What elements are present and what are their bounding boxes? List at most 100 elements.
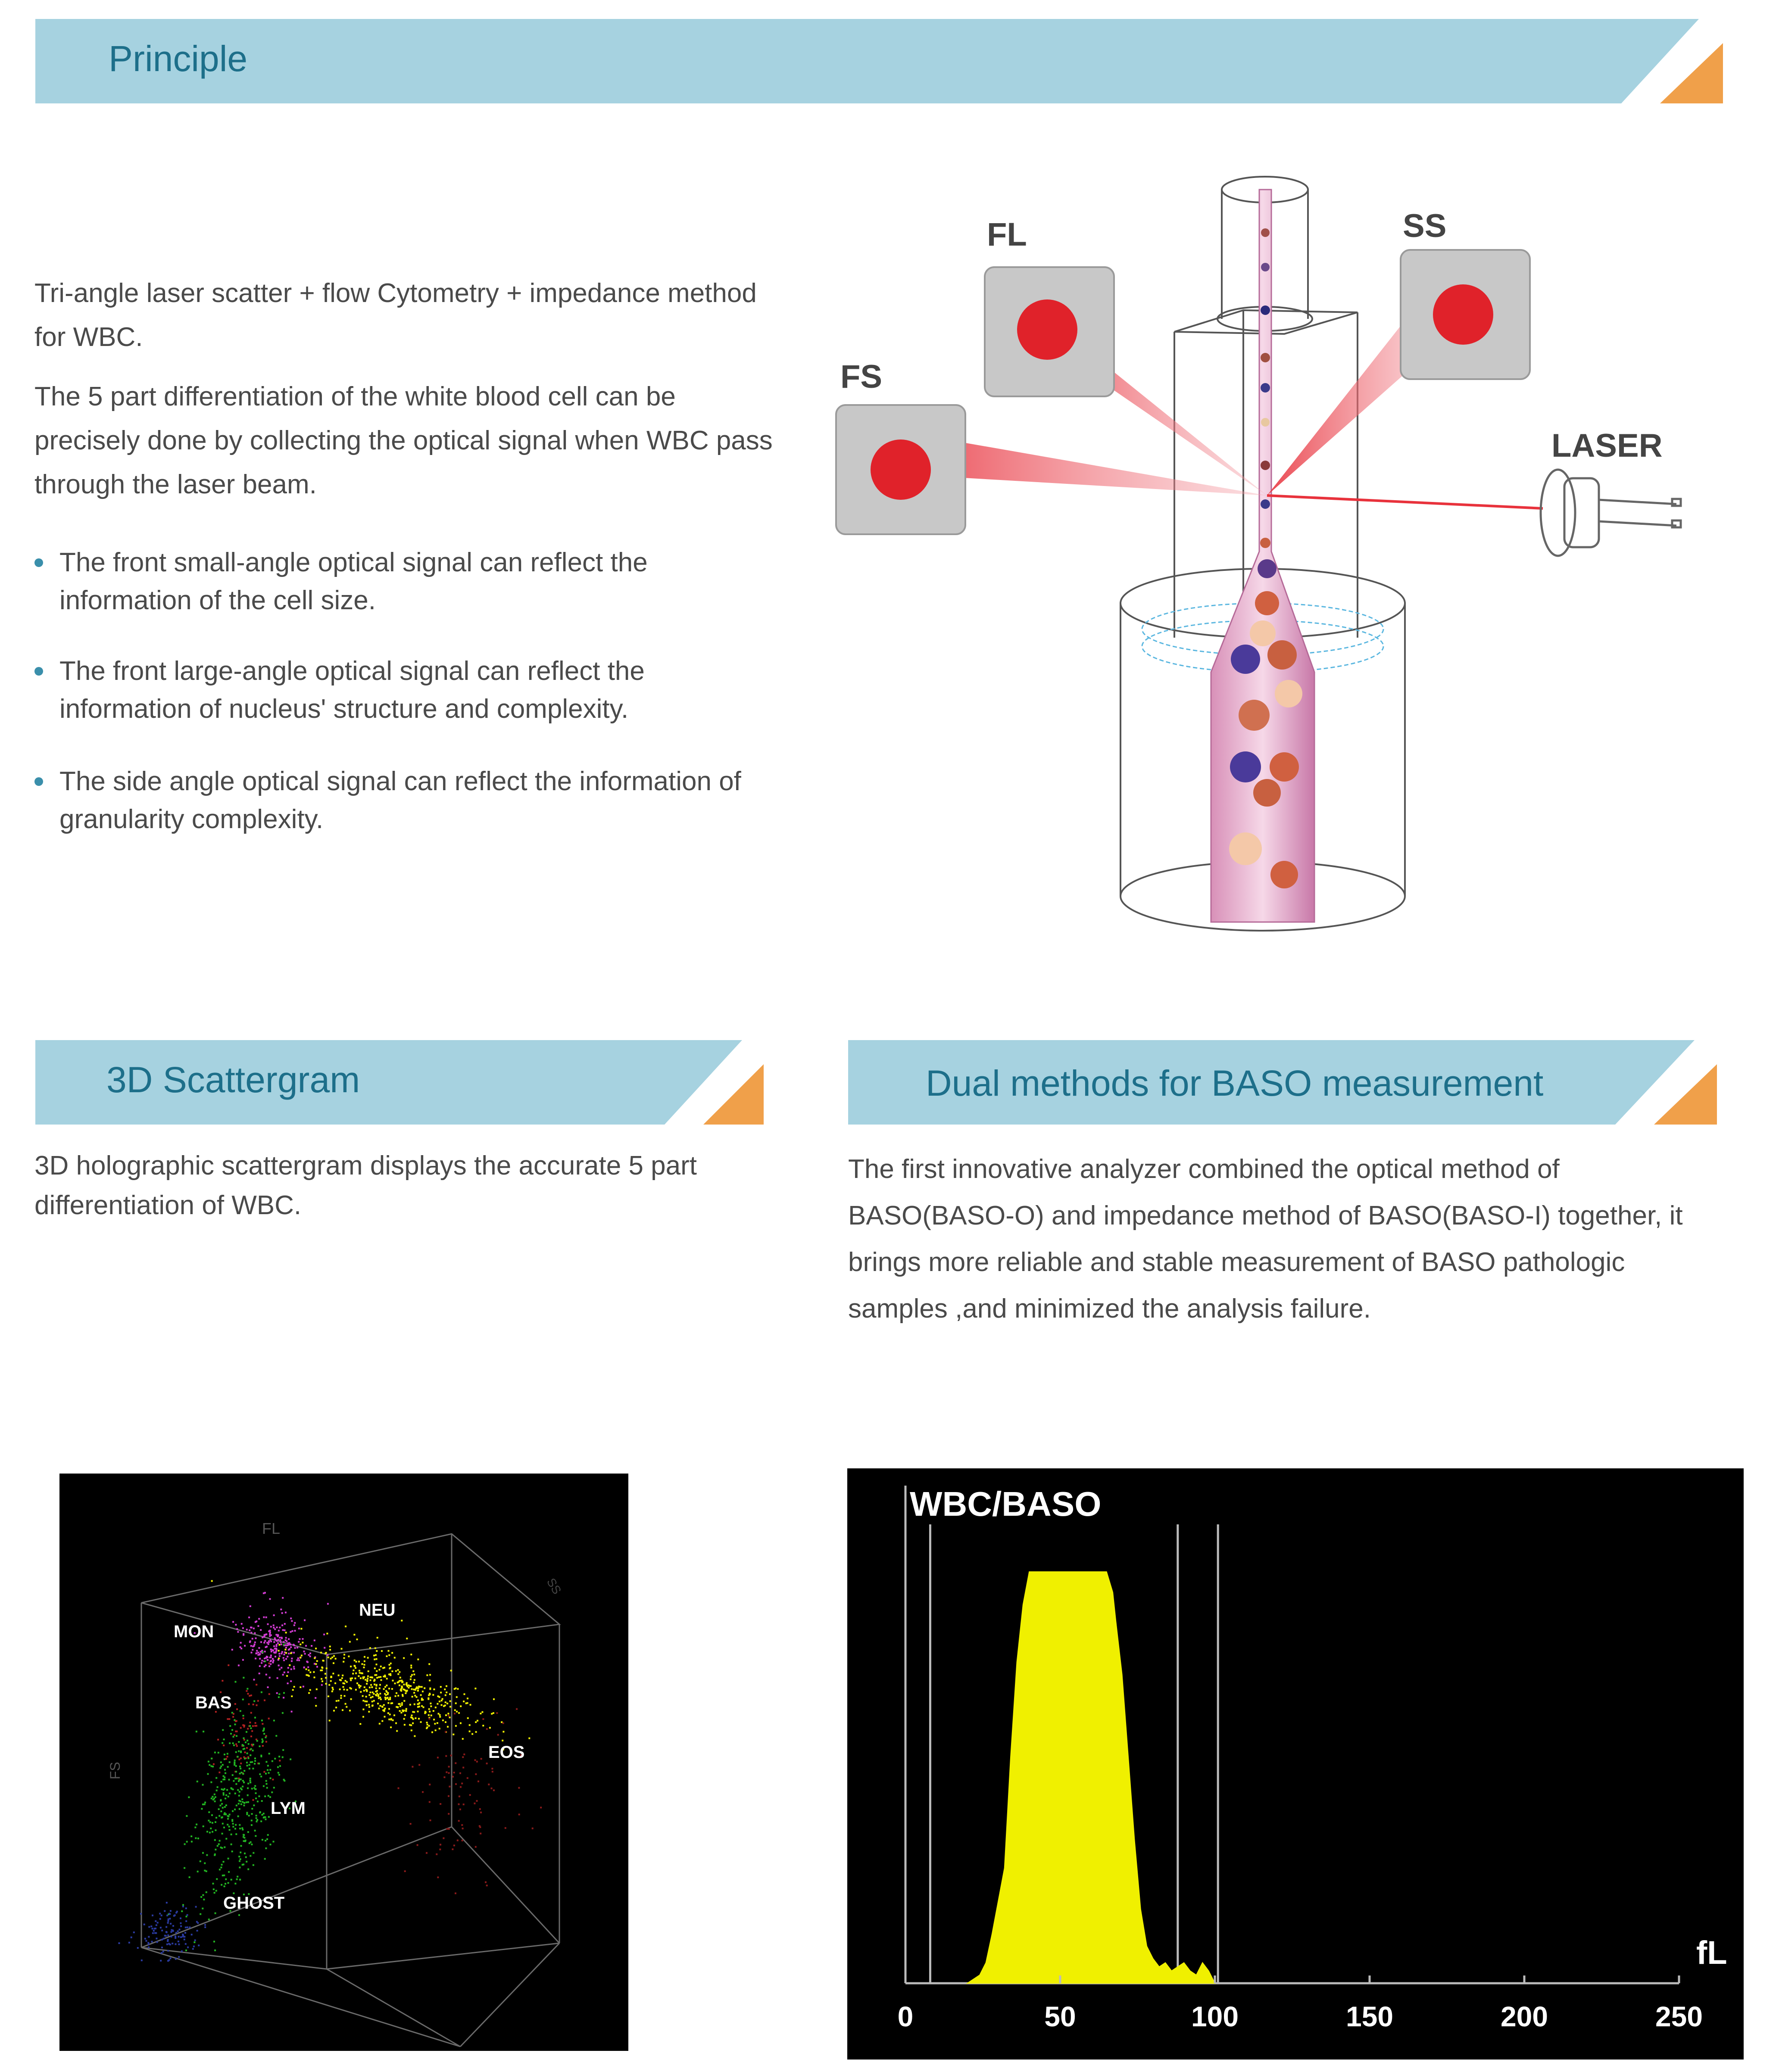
scatter-point-mon bbox=[265, 1633, 268, 1636]
scatter-point-mon bbox=[289, 1648, 290, 1650]
scatter-point-eos bbox=[397, 1787, 399, 1789]
scatter-point-lym bbox=[212, 1888, 215, 1890]
scatter-point-bas bbox=[249, 1695, 251, 1697]
cluster-label-neu: NEU bbox=[359, 1601, 395, 1620]
scatter-point-lym bbox=[234, 1778, 237, 1779]
scatter-point-lym bbox=[261, 1839, 263, 1841]
scatter-point-neu bbox=[366, 1683, 368, 1685]
scatter-point-lym bbox=[230, 1879, 232, 1881]
scatter-point-lym bbox=[268, 1816, 270, 1818]
scatter-point-neu bbox=[413, 1679, 415, 1681]
scatter-point-neu bbox=[439, 1714, 441, 1716]
scatter-point-mon bbox=[276, 1626, 278, 1628]
scatter-point-neu bbox=[413, 1692, 415, 1694]
scatter-point-bas bbox=[223, 1745, 225, 1746]
bullet-dot bbox=[34, 667, 43, 676]
scatter-point-eos bbox=[496, 1712, 498, 1714]
scatter-point-neu bbox=[413, 1682, 415, 1683]
scatter-point-lym bbox=[264, 1816, 266, 1818]
scatter-point-ghost bbox=[148, 1926, 150, 1928]
scatter-point-neu bbox=[325, 1652, 327, 1654]
scatter-point-neu bbox=[330, 1676, 332, 1678]
scatter-point-ghost bbox=[167, 1940, 169, 1942]
scatter-point-mon bbox=[286, 1640, 288, 1642]
scatter-point-ghost bbox=[166, 1943, 168, 1945]
scatter-point-lym bbox=[277, 1766, 279, 1768]
scatter-point-neu bbox=[480, 1713, 482, 1714]
scatter-point-neu bbox=[360, 1677, 362, 1679]
scatter-point-lym bbox=[215, 1829, 217, 1831]
scatter-point-lym bbox=[241, 1798, 243, 1800]
scatter-point-mon bbox=[294, 1622, 296, 1624]
histogram-tick-label: 200 bbox=[1501, 2000, 1548, 2032]
scatter-point-lym bbox=[212, 1766, 214, 1768]
scatter-point-neu bbox=[309, 1671, 312, 1673]
scatter-point-neu bbox=[424, 1687, 426, 1689]
scatter-point-neu bbox=[342, 1709, 343, 1711]
scatter-point-neu bbox=[434, 1723, 436, 1725]
scatter-point-lym bbox=[234, 1764, 236, 1766]
scatter-point-mon bbox=[281, 1651, 283, 1653]
scatter-point-neu bbox=[371, 1691, 374, 1693]
scatter-point-lym bbox=[212, 1882, 214, 1885]
scatter-point-lym bbox=[227, 1795, 229, 1798]
scatter-point-neu bbox=[340, 1648, 343, 1650]
scatter-point-lym bbox=[268, 1753, 270, 1755]
scatter-point-mon bbox=[269, 1635, 271, 1637]
scatter-point-neu bbox=[399, 1703, 400, 1705]
scatter-point-ghost bbox=[175, 1912, 178, 1914]
scatter-point-lym bbox=[224, 1806, 226, 1808]
scatter-point-bas bbox=[217, 1739, 219, 1741]
scatter-point-neu bbox=[405, 1690, 407, 1692]
scatter-point-lym bbox=[228, 1813, 231, 1816]
scatter-point-neu bbox=[410, 1664, 412, 1667]
scatter-point-mon bbox=[290, 1617, 292, 1620]
scatter-point-neu bbox=[387, 1698, 390, 1701]
scatter-point-ghost bbox=[133, 1931, 135, 1933]
scatter-point-lym bbox=[207, 1773, 209, 1775]
scatter-point-ghost bbox=[176, 1910, 178, 1913]
scatter-point-lym bbox=[235, 1804, 237, 1807]
scatter-point-lym bbox=[267, 1769, 268, 1771]
scatter-point-neu bbox=[394, 1695, 396, 1697]
scatter-point-lym bbox=[266, 1787, 268, 1789]
scatter-point-lym bbox=[254, 1785, 256, 1787]
scatter-point-lym bbox=[221, 1817, 223, 1819]
scatter-point-neu bbox=[449, 1693, 451, 1695]
scatter-point-neu bbox=[362, 1700, 365, 1702]
scatter-point-lym bbox=[275, 1735, 278, 1737]
scatter-point-mon bbox=[259, 1658, 261, 1660]
scatter-point-neu bbox=[363, 1667, 365, 1668]
scatter-point-mon bbox=[270, 1663, 272, 1665]
scatter-point-mon bbox=[287, 1683, 289, 1684]
scatter-point-mon bbox=[275, 1648, 278, 1650]
scatter-point-lym bbox=[265, 1847, 267, 1849]
scatter-point-lym bbox=[248, 1767, 250, 1770]
scatter-point-bas bbox=[243, 1724, 245, 1726]
scatter-point-neu bbox=[421, 1690, 424, 1692]
scatter-point-neu bbox=[443, 1705, 445, 1707]
scatter-point-lym bbox=[240, 1778, 242, 1780]
scatter-point-ghost bbox=[192, 1948, 194, 1950]
scatter-point-mon bbox=[266, 1645, 268, 1648]
scatter-point-mon bbox=[272, 1661, 274, 1663]
scatter-point-eos bbox=[448, 1813, 450, 1815]
scatter-point-neu bbox=[481, 1711, 484, 1713]
scatter-point-lym bbox=[211, 1814, 213, 1816]
scatter-point-mon bbox=[242, 1627, 244, 1629]
scatter-point-eos bbox=[447, 1714, 449, 1717]
scatter-point-eos bbox=[409, 1823, 412, 1825]
scatter-point-neu bbox=[493, 1698, 495, 1700]
scatter-point-eos bbox=[445, 1731, 447, 1733]
scatter-point-neu bbox=[471, 1733, 474, 1735]
scatter-point-mon bbox=[285, 1637, 287, 1639]
scatter-point-lym bbox=[269, 1769, 272, 1771]
scatter-point-lym bbox=[250, 1761, 252, 1763]
scatter-point-neu bbox=[432, 1710, 434, 1712]
scatter-point-ghost bbox=[185, 1920, 187, 1922]
scatter-point-ghost bbox=[182, 1905, 184, 1907]
scatter-point-neu bbox=[316, 1660, 318, 1662]
scatter-point-lym bbox=[250, 1820, 253, 1822]
scatter-point-neu bbox=[410, 1685, 412, 1687]
scatter-point-neu bbox=[362, 1695, 364, 1697]
